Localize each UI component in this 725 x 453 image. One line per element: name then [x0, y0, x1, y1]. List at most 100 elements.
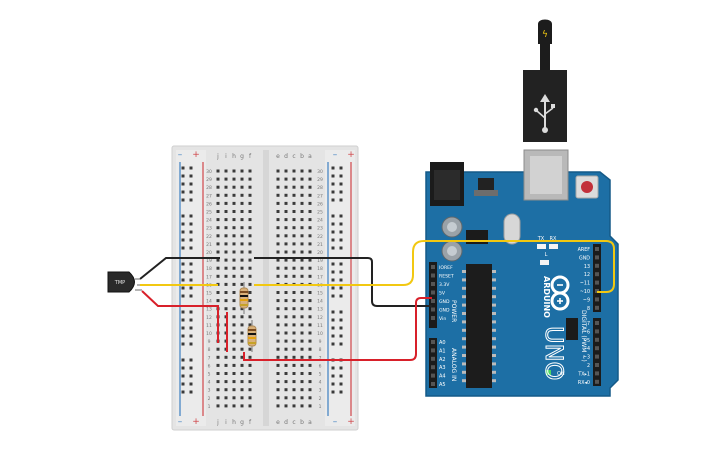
breadboard-hole[interactable]	[300, 234, 304, 238]
breadboard-hole[interactable]	[240, 218, 244, 222]
breadboard-hole[interactable]	[248, 372, 252, 375]
breadboard-hole[interactable]	[300, 307, 304, 311]
rail-hole[interactable]	[339, 390, 343, 394]
rail-hole[interactable]	[331, 166, 335, 170]
breadboard-hole[interactable]	[224, 363, 228, 367]
rail-hole[interactable]	[339, 310, 343, 314]
rail-hole[interactable]	[189, 222, 193, 226]
breadboard-hole[interactable]	[224, 266, 228, 270]
rail-hole[interactable]	[189, 182, 193, 186]
rail-hole[interactable]	[189, 334, 193, 338]
rail-hole[interactable]	[331, 182, 335, 186]
rail-hole[interactable]	[181, 342, 185, 346]
breadboard-hole[interactable]	[308, 355, 312, 359]
breadboard-hole[interactable]	[308, 323, 312, 327]
breadboard-hole[interactable]	[240, 355, 244, 359]
rail-hole[interactable]	[331, 222, 335, 226]
breadboard-hole[interactable]	[300, 363, 304, 367]
rail-hole[interactable]	[339, 174, 343, 178]
header-socket[interactable]	[431, 316, 435, 320]
breadboard-hole[interactable]	[240, 315, 244, 319]
rail-hole[interactable]	[189, 382, 193, 386]
breadboard-hole[interactable]	[300, 339, 304, 343]
breadboard-hole[interactable]	[276, 234, 280, 238]
breadboard-hole[interactable]	[308, 363, 312, 367]
breadboard-hole[interactable]	[276, 177, 280, 181]
breadboard-hole[interactable]	[300, 347, 304, 351]
rail-hole[interactable]	[339, 230, 343, 234]
rail-hole[interactable]	[181, 334, 185, 338]
rail-hole[interactable]	[339, 270, 343, 274]
breadboard-hole[interactable]	[240, 242, 244, 246]
breadboard-hole[interactable]	[216, 372, 220, 375]
yellow-wire-to-pin-10[interactable]	[254, 240, 615, 293]
breadboard-hole[interactable]	[224, 218, 228, 222]
breadboard-hole[interactable]	[276, 258, 280, 262]
breadboard-hole[interactable]	[284, 355, 288, 359]
breadboard-hole[interactable]	[240, 258, 244, 262]
rail-hole[interactable]	[189, 278, 193, 282]
rail-hole[interactable]	[339, 222, 343, 226]
rail-hole[interactable]	[331, 374, 335, 378]
breadboard-hole[interactable]	[276, 363, 280, 367]
breadboard-hole[interactable]	[232, 388, 236, 392]
breadboard-hole[interactable]	[292, 347, 296, 351]
breadboard-hole[interactable]	[240, 185, 244, 189]
breadboard-hole[interactable]	[216, 210, 220, 213]
breadboard-hole[interactable]	[276, 315, 280, 319]
breadboard-hole[interactable]	[292, 201, 296, 205]
breadboard-hole[interactable]	[284, 218, 288, 222]
breadboard-hole[interactable]	[248, 242, 252, 246]
breadboard-hole[interactable]	[232, 266, 236, 270]
breadboard-hole[interactable]	[292, 242, 296, 246]
breadboard-hole[interactable]	[292, 210, 296, 213]
breadboard-hole[interactable]	[308, 185, 312, 189]
breadboard-hole[interactable]	[284, 258, 288, 262]
rail-hole[interactable]	[331, 294, 335, 298]
breadboard-hole[interactable]	[300, 274, 304, 278]
breadboard-hole[interactable]	[232, 339, 236, 343]
breadboard-hole[interactable]	[284, 185, 288, 189]
rail-hole[interactable]	[331, 198, 335, 202]
breadboard-hole[interactable]	[216, 185, 220, 189]
breadboard-hole[interactable]	[308, 299, 312, 303]
header-socket[interactable]	[595, 371, 599, 376]
rail-hole[interactable]	[331, 278, 335, 282]
rail-hole[interactable]	[189, 214, 193, 218]
breadboard-hole[interactable]	[300, 250, 304, 254]
breadboard-hole[interactable]	[248, 250, 252, 254]
rail-hole[interactable]	[331, 214, 335, 218]
breadboard-hole[interactable]	[216, 363, 220, 367]
breadboard-hole[interactable]	[232, 380, 236, 384]
breadboard-hole[interactable]	[300, 169, 304, 173]
header-socket[interactable]	[595, 379, 599, 384]
rail-hole[interactable]	[181, 318, 185, 322]
rail-hole[interactable]	[339, 318, 343, 322]
breadboard-hole[interactable]	[300, 291, 304, 294]
rail-hole[interactable]	[181, 198, 185, 202]
breadboard-hole[interactable]	[292, 218, 296, 222]
breadboard-hole[interactable]	[232, 315, 236, 319]
breadboard-hole[interactable]	[240, 282, 244, 286]
breadboard-hole[interactable]	[240, 226, 244, 230]
rail-hole[interactable]	[339, 214, 343, 218]
reset-button-cap[interactable]	[581, 181, 593, 193]
breadboard-hole[interactable]	[284, 291, 288, 294]
rail-hole[interactable]	[181, 230, 185, 234]
breadboard-hole[interactable]	[216, 169, 220, 173]
breadboard-hole[interactable]	[284, 169, 288, 173]
rail-hole[interactable]	[189, 366, 193, 370]
breadboard-hole[interactable]	[308, 372, 312, 375]
breadboard-hole[interactable]	[308, 169, 312, 173]
breadboard-hole[interactable]	[308, 388, 312, 392]
breadboard-hole[interactable]	[248, 177, 252, 181]
breadboard-hole[interactable]	[232, 307, 236, 311]
header-socket[interactable]	[431, 340, 435, 344]
breadboard-hole[interactable]	[248, 210, 252, 213]
breadboard-hole[interactable]	[276, 355, 280, 359]
rail-hole[interactable]	[181, 374, 185, 378]
breadboard-hole[interactable]	[240, 177, 244, 181]
rail-hole[interactable]	[181, 174, 185, 178]
breadboard-hole[interactable]	[284, 363, 288, 367]
